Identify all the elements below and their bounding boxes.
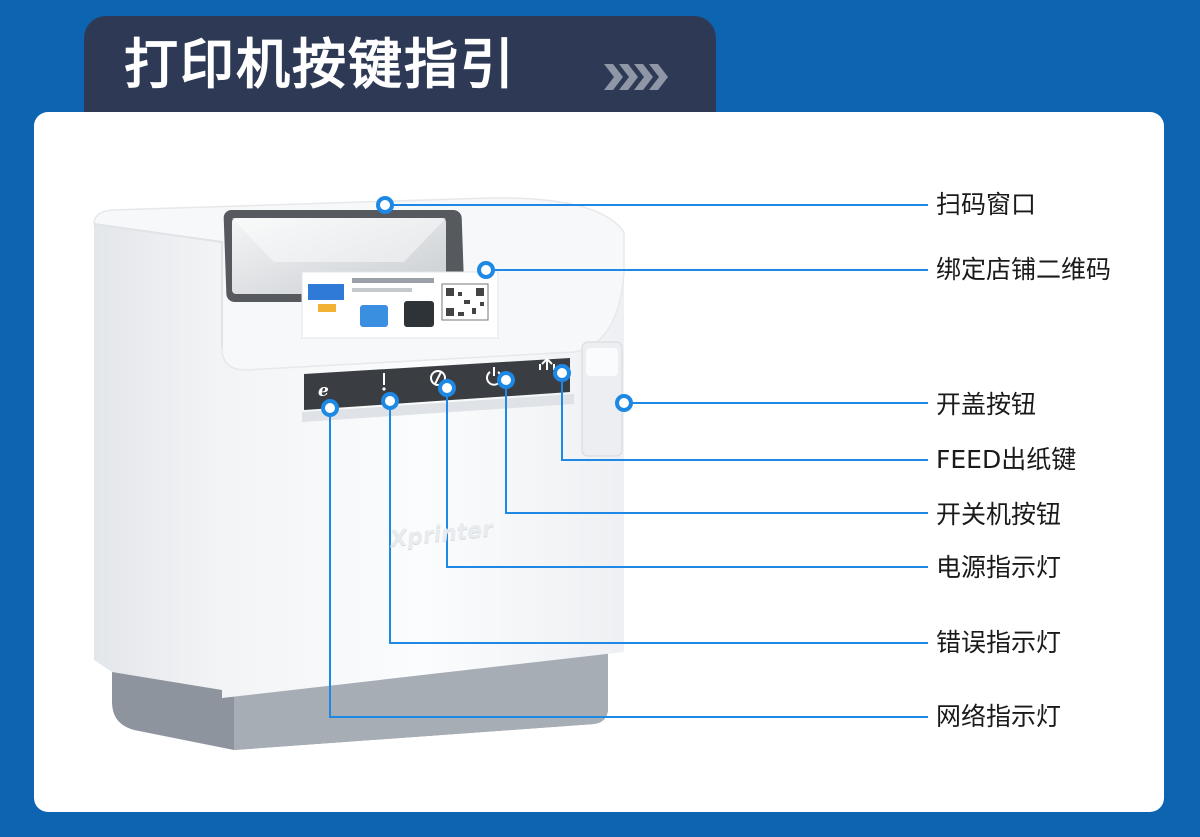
label-open-cover-button: 开盖按钮 <box>936 390 1037 419</box>
svg-text:e: e <box>318 381 329 401</box>
printer-illustration: e <box>93 196 928 750</box>
label-power-indicator: 电源指示灯 <box>936 553 1062 582</box>
label-bind-shop-qr: 绑定店铺二维码 <box>936 255 1112 284</box>
label-scan-window: 扫码窗口 <box>936 190 1037 219</box>
label-feed-key: FEED出纸键 <box>936 445 1077 474</box>
label-network-indicator: 网络指示灯 <box>936 702 1062 731</box>
label-error-indicator: 错误指示灯 <box>936 628 1062 657</box>
page-title: 打印机按键指引 <box>124 33 516 96</box>
title-tab: 打印机按键指引 <box>84 16 716 116</box>
label-power-button: 开关机按钮 <box>936 500 1062 529</box>
product-card: e <box>34 112 1164 812</box>
chevron-right-icon <box>604 64 668 90</box>
